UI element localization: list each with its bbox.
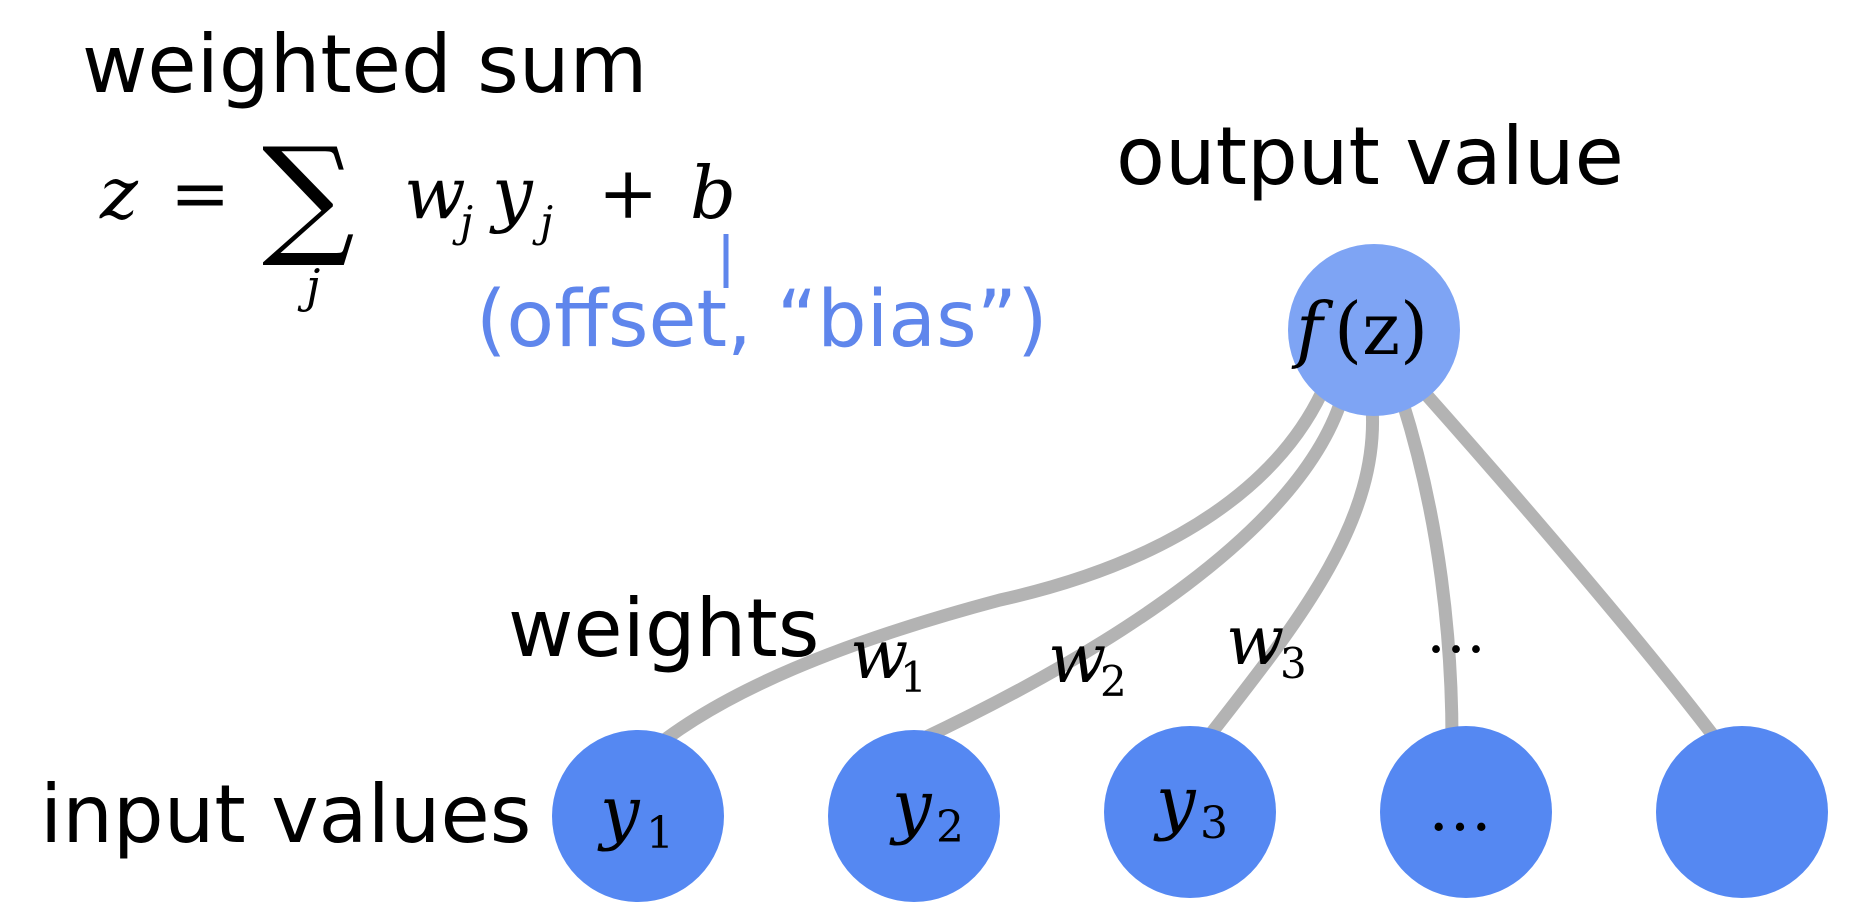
weighted-sum-label: weighted sum [82, 18, 647, 111]
output-value-label: output value [1116, 110, 1624, 203]
weight-labels: w 1 w 2 w 3 … [850, 597, 1486, 706]
input-node-5 [1656, 726, 1828, 898]
input-node-4-circle [1380, 726, 1552, 898]
input-node-3-subscript: 3 [1200, 798, 1228, 849]
weight-label-1: w [850, 616, 908, 695]
input-node-2-subscript: 2 [936, 802, 964, 853]
weighted-sum-formula: z = ∑ j w j y j + b [99, 119, 736, 313]
input-node-5-circle [1656, 726, 1828, 898]
formula-plus: + [598, 151, 658, 235]
edge-input-5 [1417, 385, 1719, 741]
input-node-1: y 1 [552, 730, 724, 902]
input-node-2-symbol: y [889, 765, 933, 847]
formula-y-subscript: j [532, 197, 553, 246]
formula-sum-symbol: ∑ [262, 119, 355, 271]
weight-label-3-subscript: 3 [1280, 639, 1307, 688]
formula-w: w [404, 151, 466, 235]
formula-y: y [489, 151, 534, 235]
weight-label-1-subscript: 1 [900, 653, 927, 702]
input-nodes: y 1 y 2 y 3 … [552, 726, 1828, 902]
weight-label-ellipsis: … [1426, 597, 1486, 667]
input-node-3: y 3 [1104, 726, 1276, 898]
weight-connections [635, 385, 1719, 765]
input-node-1-circle [552, 730, 724, 902]
input-node-1-symbol: y [597, 771, 641, 853]
output-node: f (z) [1288, 244, 1460, 416]
edge-input-1 [635, 385, 1329, 765]
formula-z: z [99, 151, 139, 235]
input-values-label: input values [40, 768, 531, 861]
weights-label: weights [508, 582, 819, 675]
input-node-3-circle [1104, 726, 1276, 898]
input-node-4-ellipsis: … [1428, 772, 1492, 846]
formula-equals: = [170, 151, 230, 235]
input-node-2: y 2 [828, 730, 1000, 902]
input-node-3-symbol: y [1153, 761, 1197, 843]
weight-label-2-subscript: 2 [1100, 657, 1127, 706]
bias-annotation: (offset, “bias”) [476, 275, 1048, 365]
formula-b: b [690, 151, 736, 235]
input-node-1-subscript: 1 [646, 808, 674, 859]
input-node-2-circle [828, 730, 1000, 902]
output-func-arg: (z) [1334, 287, 1428, 371]
weight-label-2: w [1048, 620, 1106, 699]
output-node-circle [1288, 244, 1460, 416]
edge-input-4 [1395, 393, 1459, 747]
edge-input-3 [1199, 399, 1380, 747]
weight-label-3: w [1226, 602, 1284, 681]
edge-input-2 [913, 391, 1349, 747]
input-node-4: … [1380, 726, 1552, 898]
